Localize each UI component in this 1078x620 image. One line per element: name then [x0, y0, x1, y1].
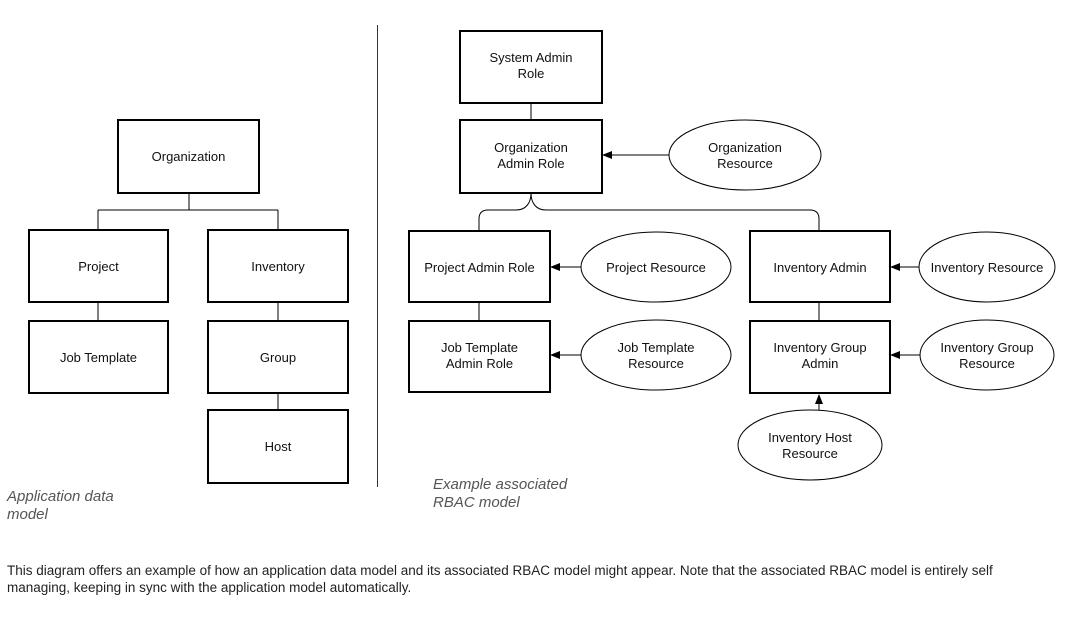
- job-template-admin-role-box: Job Template Admin Role: [408, 320, 551, 393]
- organization-resource-ellipse: Organization Resource: [668, 119, 822, 191]
- inventory-group-admin-line1: Inventory Group: [773, 340, 866, 355]
- organization-admin-role-line1: Organization: [494, 140, 568, 155]
- system-admin-role-line2: Role: [518, 66, 545, 81]
- inventory-resource-label: Inventory Resource: [931, 260, 1044, 275]
- job-template-resource-ellipse: Job Template Resource: [580, 319, 732, 391]
- organization-box: Organization: [117, 119, 260, 194]
- inventory-group-resource-line2: Resource: [959, 356, 1015, 371]
- diagram-description: This diagram offers an example of how an…: [7, 563, 993, 595]
- rbac-connectors: [478, 103, 820, 321]
- inventory-box: Inventory: [207, 229, 349, 303]
- job-template-box: Job Template: [28, 320, 169, 394]
- host-label: Host: [265, 439, 292, 454]
- rbac-arrows: [550, 151, 920, 410]
- project-box: Project: [28, 229, 169, 303]
- job-template-admin-role-line2: Admin Role: [446, 356, 513, 371]
- system-admin-role-line1: System Admin: [489, 50, 572, 65]
- rbac-diagram: Organization Project Inventory Job Templ…: [28, 25, 1056, 487]
- app-model-connectors: [97, 193, 279, 410]
- organization-resource-line1: Organization: [708, 140, 782, 155]
- app-model-caption: Application data model: [7, 488, 114, 524]
- group-box: Group: [207, 320, 349, 394]
- inventory-group-admin-line2: Admin: [802, 356, 839, 371]
- job-template-admin-role-line1: Job Template: [441, 340, 518, 355]
- job-template-label: Job Template: [60, 350, 137, 365]
- app-model-caption-line2: model: [7, 506, 48, 523]
- rbac-model-caption-line1: Example associated: [433, 476, 568, 493]
- project-admin-role-label: Project Admin Role: [424, 260, 535, 275]
- system-admin-role-box: System Admin Role: [459, 30, 603, 104]
- project-resource-ellipse: Project Resource: [580, 231, 732, 303]
- inventory-group-resource-ellipse: Inventory Group Resource: [919, 319, 1055, 391]
- organization-admin-role-box: Organization Admin Role: [459, 119, 603, 194]
- project-resource-label: Project Resource: [606, 260, 706, 275]
- inventory-admin-box: Inventory Admin: [749, 230, 891, 303]
- rbac-model-caption-line2: RBAC model: [433, 494, 520, 511]
- inventory-label: Inventory: [251, 259, 305, 274]
- app-model-caption-line1: Application data: [7, 488, 114, 505]
- rbac-model-caption: Example associated RBAC model: [433, 476, 567, 512]
- inventory-resource-ellipse: Inventory Resource: [918, 231, 1056, 303]
- organization-resource-line2: Resource: [717, 156, 773, 171]
- inventory-group-admin-box: Inventory Group Admin: [749, 320, 891, 394]
- inventory-host-resource-line1: Inventory Host: [768, 430, 852, 445]
- inventory-admin-label: Inventory Admin: [773, 260, 866, 275]
- project-label: Project: [78, 259, 119, 274]
- group-label: Group: [260, 350, 296, 365]
- organization-admin-role-line2: Admin Role: [497, 156, 564, 171]
- project-admin-role-box: Project Admin Role: [408, 230, 551, 303]
- inventory-group-resource-line1: Inventory Group: [940, 340, 1033, 355]
- host-box: Host: [207, 409, 349, 484]
- inventory-host-resource-line2: Resource: [782, 446, 838, 461]
- job-template-resource-line2: Resource: [628, 356, 684, 371]
- organization-label: Organization: [152, 149, 226, 164]
- job-template-resource-line1: Job Template: [617, 340, 694, 355]
- inventory-host-resource-ellipse: Inventory Host Resource: [737, 409, 883, 481]
